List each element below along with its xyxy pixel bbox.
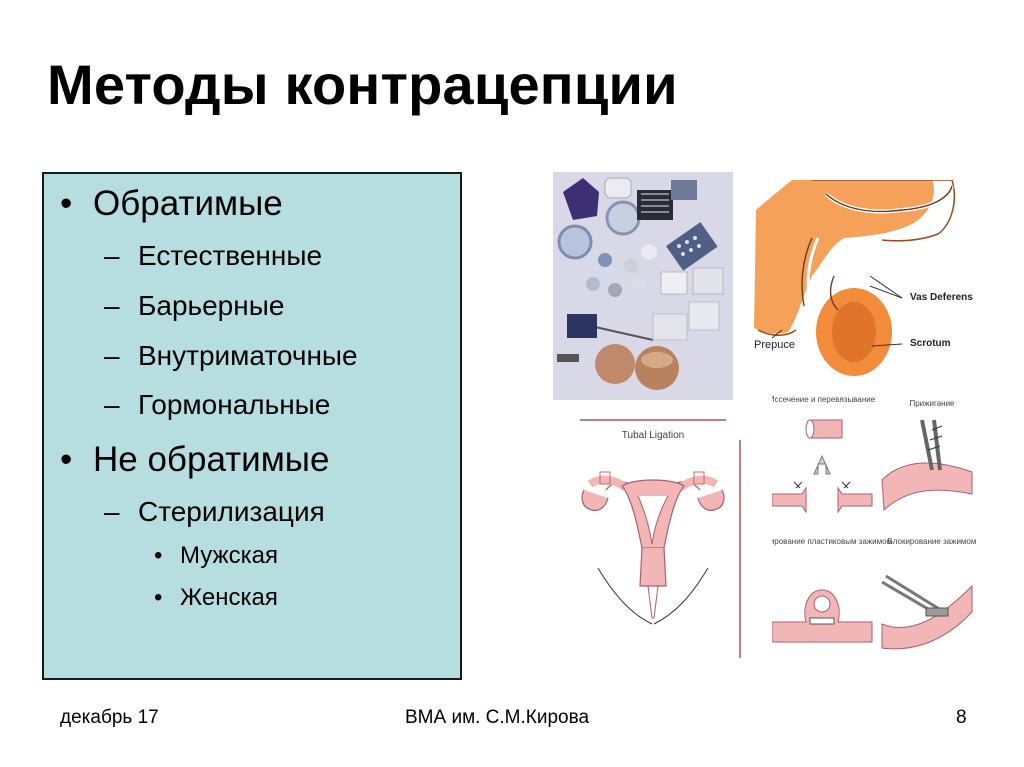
footer-page-number: 8: [956, 707, 967, 728]
dash-marker: –: [104, 240, 120, 271]
male-anatomy-illustration: Vas Deferens Prepuce Scrotum: [752, 180, 982, 380]
outline-box: [42, 172, 462, 680]
caption-plastic-clip: Блокирование пластиковым зажимом: [772, 537, 892, 546]
footer-date: декабрь 17: [60, 707, 159, 728]
dash-marker: –: [104, 496, 120, 527]
tubal-ligation-caption: Tubal Ligation: [622, 430, 684, 441]
contraceptives-photo: [553, 172, 733, 400]
label-scrotum: Scrotum: [910, 338, 951, 349]
divider-line: [739, 440, 741, 658]
bullet-marker: •: [154, 542, 163, 569]
bullet-text: Не обратимые: [93, 440, 330, 479]
sub-item-text: Внутриматочные: [138, 340, 358, 371]
bullet-marker: •: [154, 584, 163, 611]
slide-title: Методы контрацепции: [47, 53, 678, 116]
sub-item-text: Барьерные: [138, 290, 285, 321]
label-vas-deferens: Vas Deferens: [910, 292, 973, 303]
sub-sub-item-text: Женская: [180, 584, 278, 611]
sub-item-text: Стерилизация: [138, 496, 325, 527]
bullet-marker: •: [60, 184, 73, 223]
caption-cut-tie: Иссечение и перевязывание: [772, 395, 876, 404]
sub-item-text: Естественные: [138, 240, 323, 271]
sterilization-methods-illustration: Иссечение и перевязывание Прижигание Бло…: [772, 395, 977, 650]
dash-marker: –: [104, 340, 120, 371]
sub-item-text: Гормональные: [138, 389, 331, 420]
sub-sub-item-text: Мужская: [180, 542, 278, 569]
bullet-marker: •: [60, 440, 73, 479]
footer-organization: ВМА им. С.М.Кирова: [405, 707, 590, 728]
label-prepuce: Prepuce: [754, 339, 795, 351]
caption-clamp: Блокирование зажимом: [888, 537, 977, 546]
bullet-text: Обратимые: [93, 184, 283, 223]
dash-marker: –: [104, 290, 120, 321]
dash-marker: –: [104, 389, 120, 420]
caption-cauterize: Прижигание: [909, 399, 955, 408]
tubal-ligation-illustration: Tubal Ligation: [580, 419, 726, 625]
